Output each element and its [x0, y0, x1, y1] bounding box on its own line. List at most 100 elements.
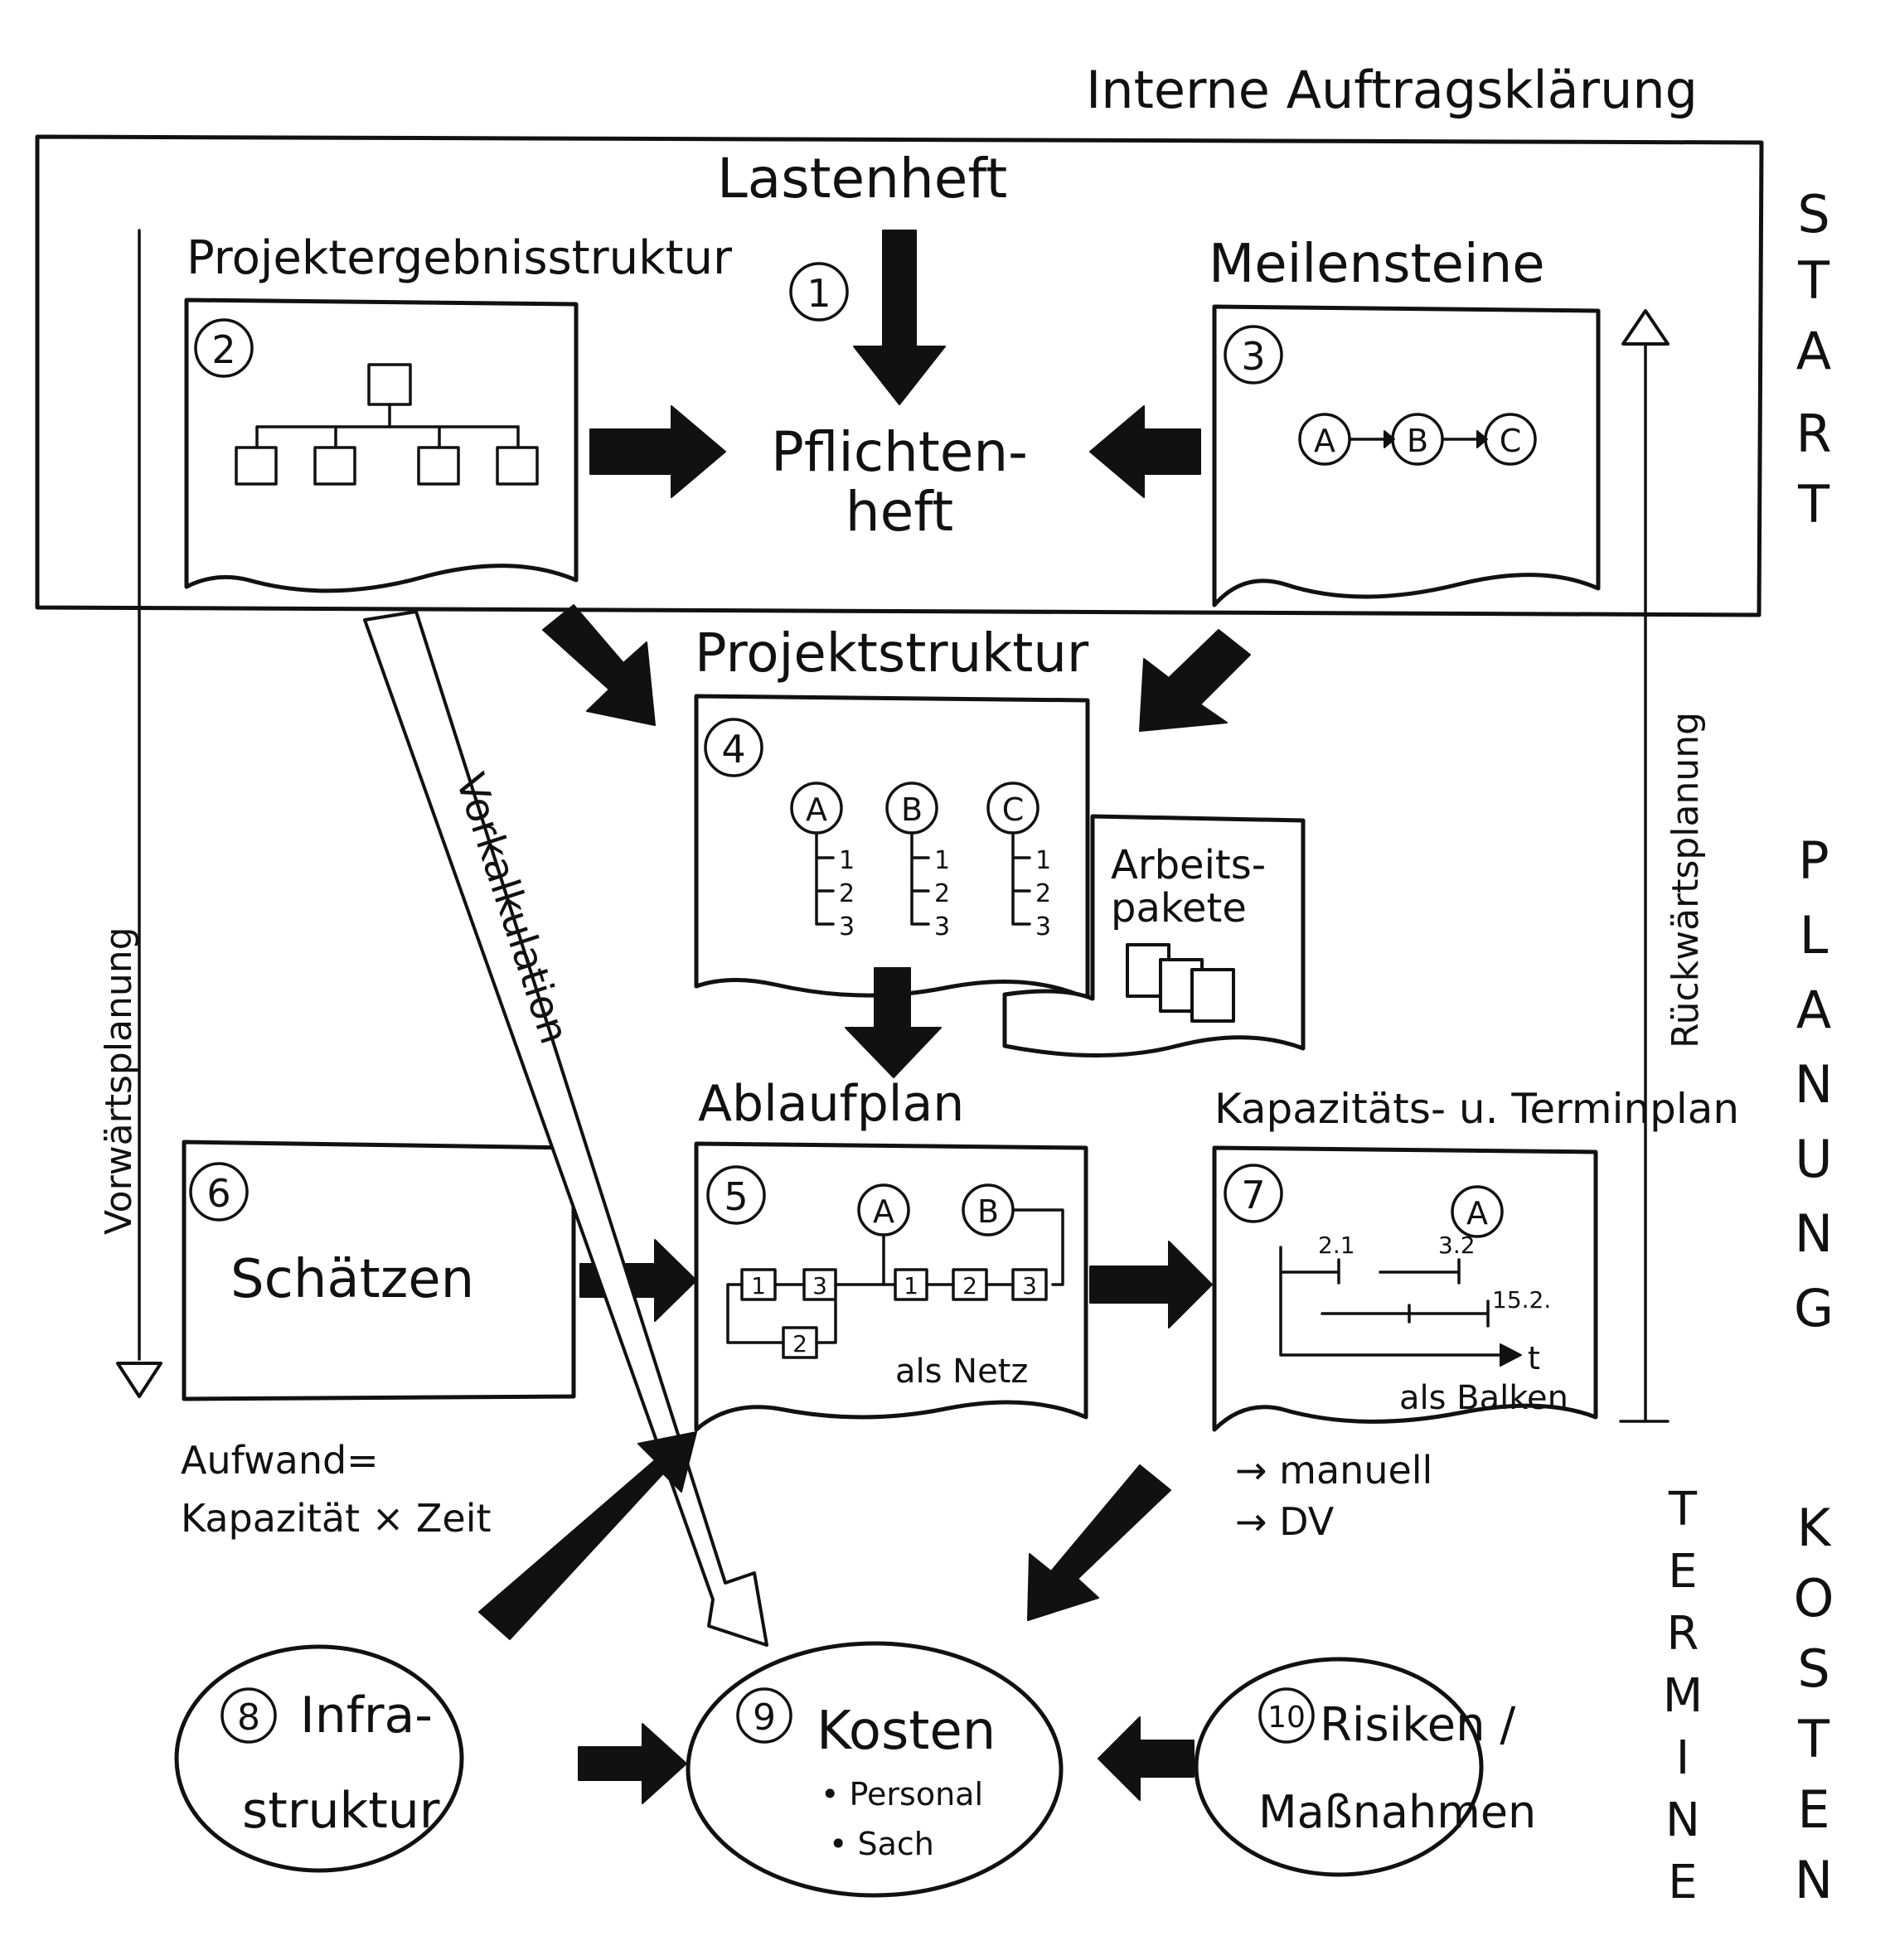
net-node-a: A — [873, 1193, 894, 1230]
step-4-circle — [704, 718, 763, 777]
ps-a-3: 3 — [839, 912, 855, 941]
phase-letter: K — [1797, 1498, 1832, 1558]
ps-a-1: 1 — [839, 846, 855, 875]
net-box-b1: 1 — [904, 1272, 918, 1299]
arrow-4-to-5 — [845, 967, 942, 1078]
bar-node-a: A — [1466, 1195, 1488, 1232]
milestone-a: A — [1314, 423, 1335, 459]
network-plan-icon: A B 1 3 2 1 2 3 — [726, 1183, 1064, 1359]
milestone-b: B — [1407, 423, 1428, 459]
step-5-title: Ablaufplan — [698, 1075, 964, 1133]
ps-c-2: 2 — [1035, 879, 1051, 908]
arrow-5-to-7 — [1089, 1241, 1213, 1328]
net-box-1: 1 — [751, 1272, 766, 1299]
step-3-circle — [1224, 325, 1283, 385]
phase-letter: S — [1797, 184, 1829, 244]
step-10-ellipse — [1194, 1657, 1484, 1877]
step-7-title: Kapazitäts- u. Terminplan — [1214, 1085, 1739, 1133]
phase-letter: N — [1795, 1054, 1833, 1115]
phase-start: S T A R T — [1796, 184, 1831, 535]
arrow-7-to-9 — [1027, 1464, 1171, 1621]
step-10-label-2: Maßnahmen — [1258, 1786, 1536, 1838]
phase-letter: T — [1797, 250, 1830, 311]
step-4-document — [694, 694, 1090, 1001]
step-8-ellipse — [174, 1644, 464, 1873]
step-8-circle — [220, 1687, 277, 1744]
step-6-circle — [189, 1162, 249, 1222]
phase-letter: G — [1794, 1278, 1834, 1338]
step-8-number: 8 — [237, 1696, 260, 1739]
step-10-number: 10 — [1267, 1701, 1306, 1735]
ps-node-b: B — [901, 791, 923, 828]
forward-planning-label: Vorwärtsplanung — [98, 927, 140, 1235]
step-2-circle — [194, 318, 254, 378]
step-10-label-1: Risiken / — [1320, 1698, 1515, 1752]
step-6-box — [182, 1140, 576, 1401]
step-8-label-2: struktur — [242, 1782, 440, 1840]
arrow-2-right — [589, 405, 726, 498]
step-1-circle — [789, 262, 849, 322]
arrow-8-to-9 — [578, 1723, 687, 1804]
arrow-8-to-5 — [478, 1431, 697, 1640]
milestone-chain: A B C — [1298, 413, 1537, 466]
work-packages-line-1: Arbeits- — [1111, 842, 1266, 888]
forward-planning-head — [116, 1362, 162, 1398]
phase-letter: S — [1797, 1638, 1829, 1699]
step-4-number: 4 — [721, 727, 745, 772]
step-7-circle — [1224, 1164, 1283, 1223]
step-1-number: 1 — [807, 271, 831, 316]
step-9-bullet-2: • Sach — [829, 1826, 934, 1862]
step-2-document — [184, 298, 579, 593]
phase-letter: E — [1668, 1856, 1697, 1909]
step-4-title: Projektstruktur — [695, 623, 1089, 685]
phase-letter: N — [1795, 1203, 1833, 1264]
phase-letter: R — [1796, 404, 1831, 464]
phase-letter: R — [1667, 1607, 1699, 1661]
step-9-number: 9 — [753, 1696, 776, 1739]
step-9-circle — [736, 1687, 792, 1744]
backward-planning-label: Rückwärtsplanung — [1665, 712, 1707, 1048]
vorkalkulation-arrow — [363, 610, 768, 1647]
bar-axis-t: t — [1528, 1340, 1540, 1377]
phase-letter: T — [1797, 474, 1830, 535]
step-3-number: 3 — [1241, 334, 1265, 379]
step-9-bullet-1: • Personal — [821, 1776, 983, 1812]
pflichtenheft-line-2: heft — [846, 480, 953, 544]
work-package-stack-icon — [1126, 943, 1235, 1023]
ps-node-a: A — [806, 791, 827, 828]
aufwand-line-2: Kapazität × Zeit — [181, 1496, 492, 1541]
ps-a-2: 2 — [839, 879, 855, 908]
ps-b-3: 3 — [934, 912, 950, 941]
phase-letter: O — [1794, 1568, 1834, 1628]
bar-mark-1: 2.1 — [1318, 1232, 1355, 1259]
phase-letter: T — [1797, 1709, 1830, 1769]
step-7-caption: als Balken — [1399, 1379, 1568, 1417]
phase-letter: E — [1668, 1545, 1697, 1599]
phase-letter: U — [1795, 1129, 1832, 1189]
step-9-label: Kosten — [817, 1701, 996, 1762]
net-node-b: B — [977, 1193, 999, 1230]
arrow-1-down — [853, 230, 946, 405]
modes-line-2: → DV — [1235, 1499, 1335, 1544]
phase-termine: T E R M I N E — [1663, 1483, 1703, 1909]
step-5-number: 5 — [724, 1174, 748, 1219]
net-box-3: 3 — [812, 1272, 827, 1299]
step-8-label-1: Infra- — [300, 1687, 433, 1745]
phase-letter: A — [1796, 321, 1831, 381]
org-chart-icon — [235, 363, 539, 486]
step-9-ellipse — [686, 1641, 1064, 1898]
phase-letter: P — [1798, 830, 1829, 891]
step-3-document — [1212, 304, 1601, 607]
step-2-title: Projektergebnisstruktur — [187, 231, 733, 285]
step-5-circle — [706, 1165, 766, 1225]
phase-letter: N — [1795, 1850, 1833, 1910]
ps-node-c: C — [1002, 791, 1025, 828]
phase-letter: L — [1800, 905, 1829, 965]
ps-b-1: 1 — [934, 846, 950, 875]
phase-kosten: K O S T E N — [1794, 1498, 1834, 1910]
phase-letter: N — [1665, 1793, 1700, 1847]
modes-line-1: → manuell — [1235, 1448, 1432, 1493]
step-7-number: 7 — [1241, 1173, 1265, 1217]
phase-letter: E — [1797, 1779, 1829, 1840]
